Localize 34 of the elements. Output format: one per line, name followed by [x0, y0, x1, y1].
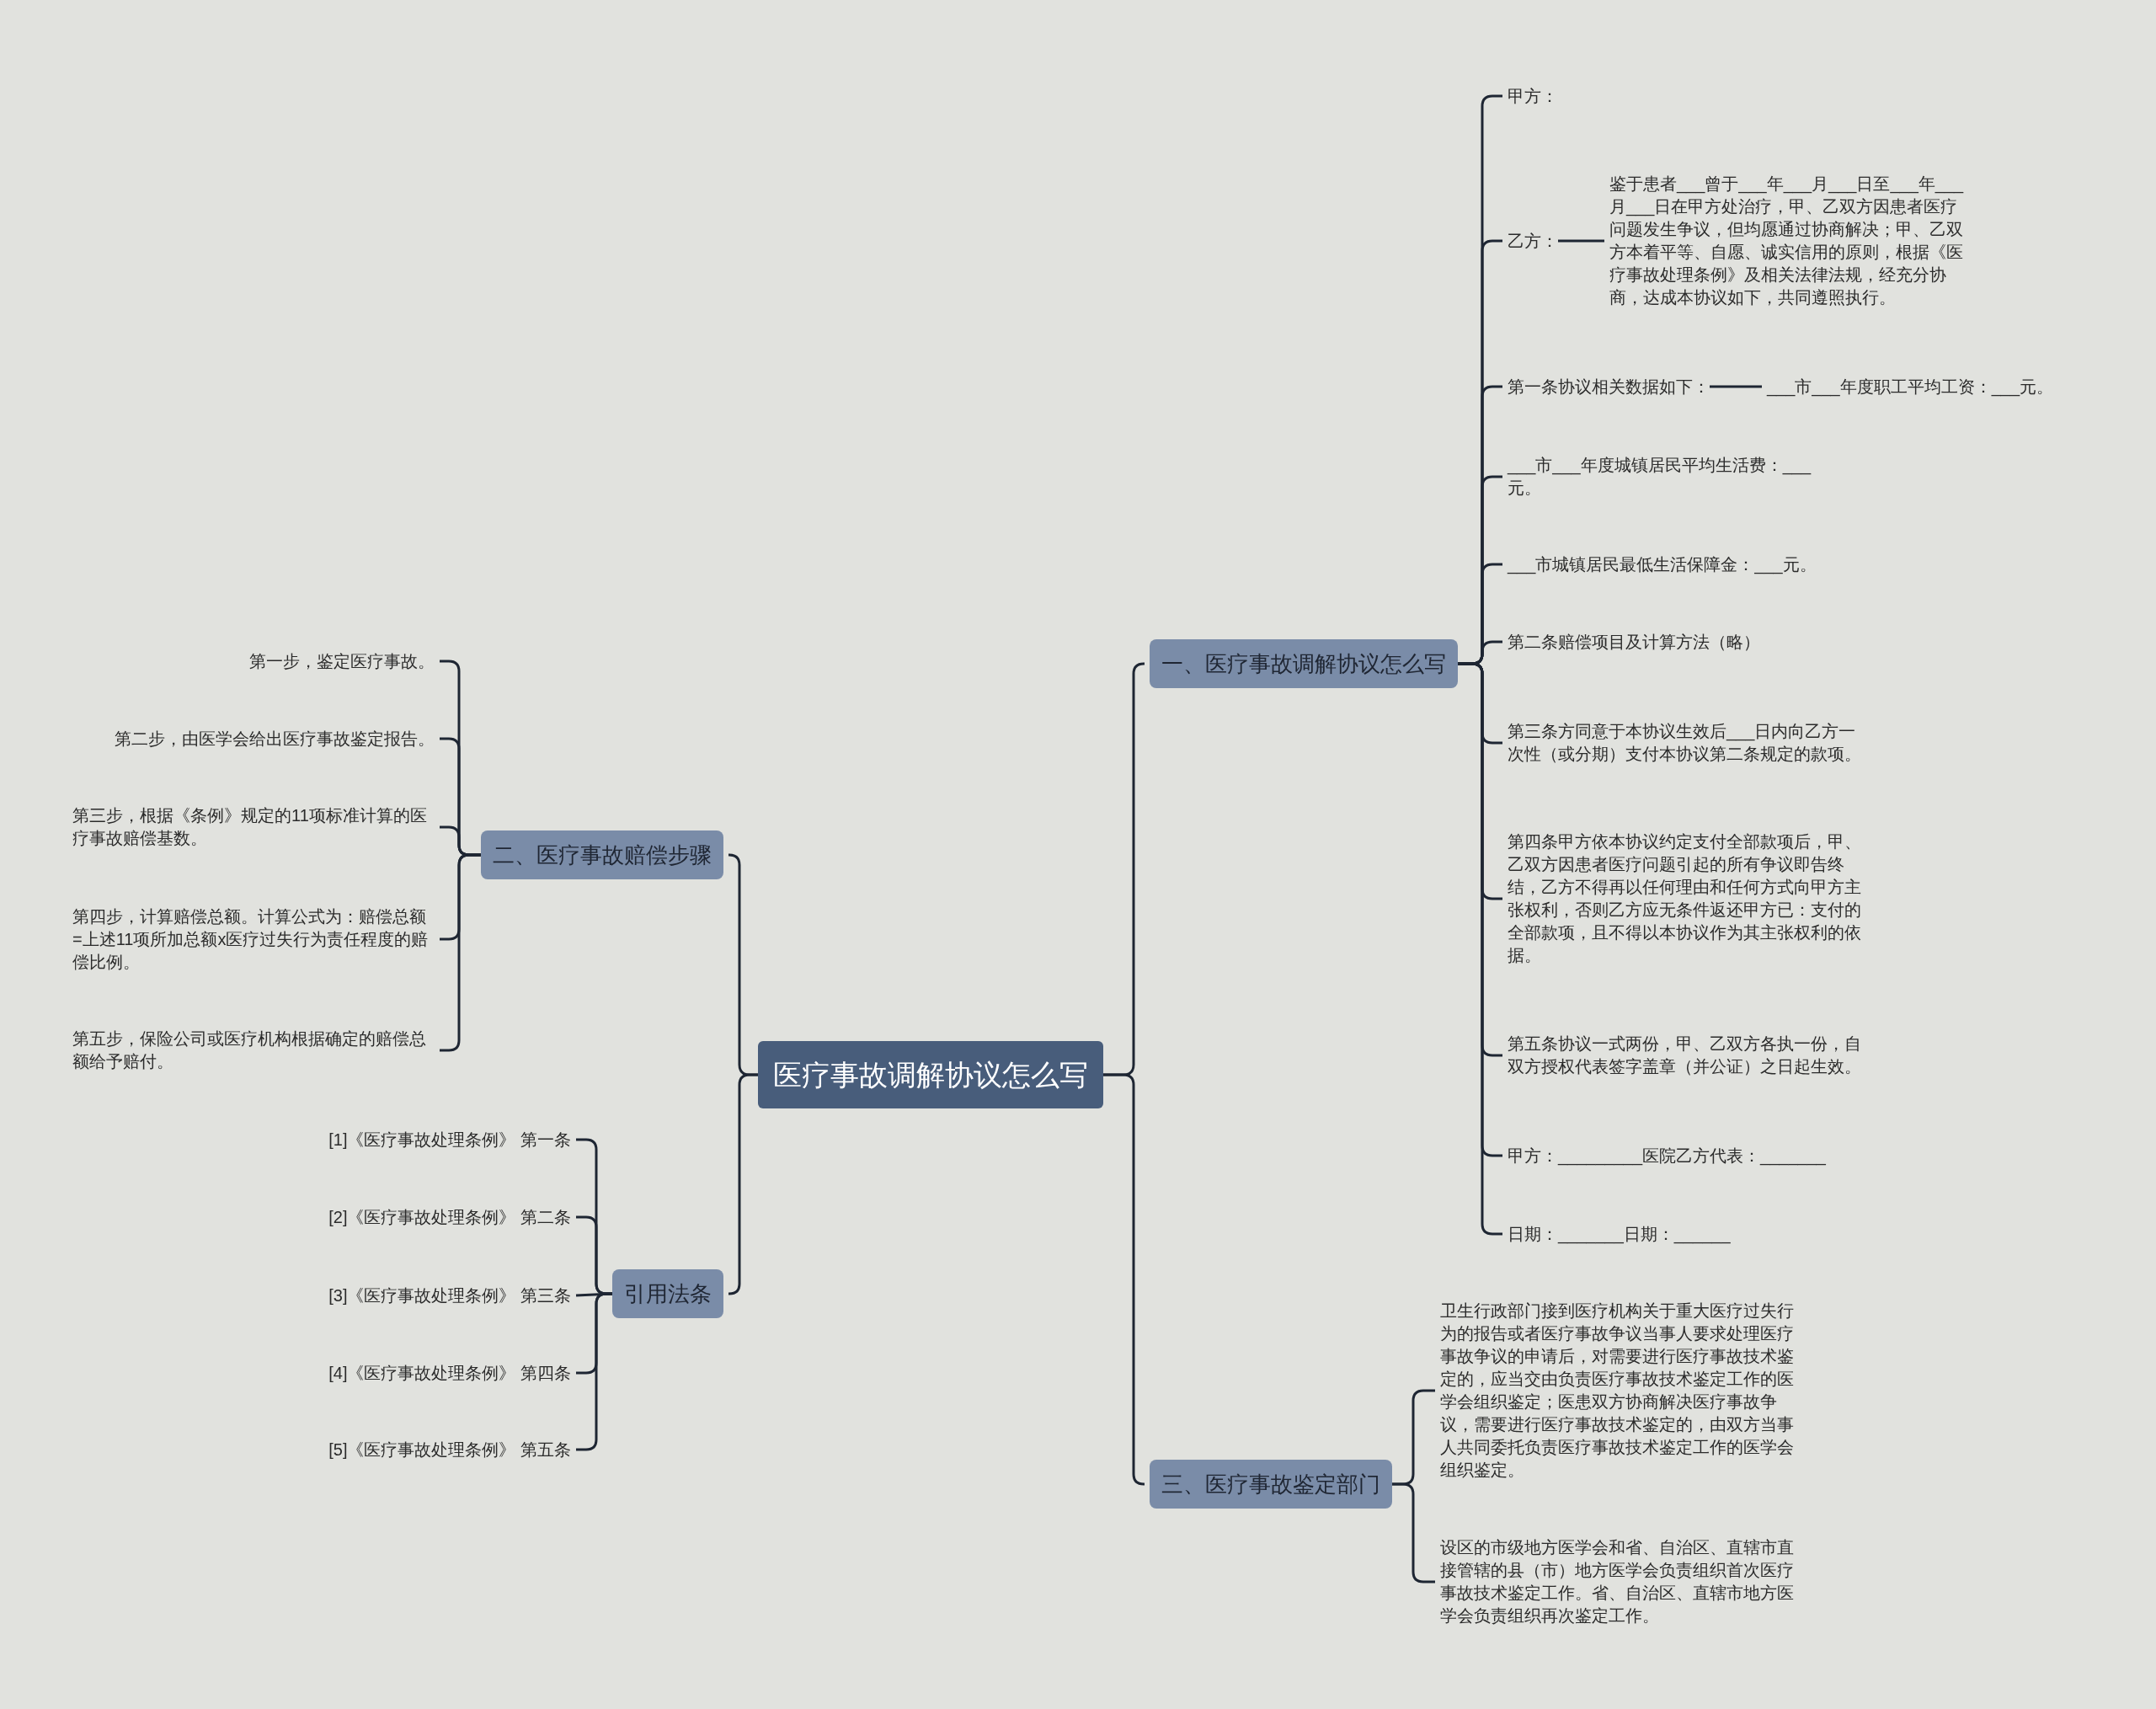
- topic-text: 第二步，由医学会给出医疗事故鉴定报告。: [115, 727, 435, 750]
- topic-text: 第一条协议相关数据如下：: [1508, 375, 1710, 398]
- topic-text: 第三步，根据《条例》规定的11项标准计算的医疗事故赔偿基数。: [72, 804, 435, 850]
- topic-text: 第三条方同意于本协议生效后___日内向乙方一次性（或分期）支付本协议第二条规定的款项。: [1508, 720, 1863, 766]
- topic-text: [4]《医疗事故处理条例》 第四条: [328, 1361, 571, 1385]
- topic-text: 第四步，计算赔偿总额。计算公式为：赔偿总额=上述11项所加总额x医疗过失行为责任程度的赔偿比例。: [72, 905, 435, 974]
- topic-box: 三、医疗事故鉴定部门: [1150, 1460, 1392, 1509]
- topic-text: 第五条协议一式两份，甲、乙双方各执一份，自双方授权代表签字盖章（并公证）之日起生效。: [1508, 1033, 1863, 1078]
- topic-text: 第四条甲方依本协议约定支付全部款项后，甲、乙双方因患者医疗问题引起的所有争议即告终结，乙方不得再以任何理由和任何方式向甲方主张权利，否则乙方应无条件返还甲方已：支付的全部款项，且不得以本协议作为其主张权利的依据。: [1508, 830, 1863, 967]
- topic-text: 第五步，保险公司或医疗机构根据确定的赔偿总额给予赔付。: [72, 1028, 435, 1073]
- topic-text: 卫生行政部门接到医疗机构关于重大医疗过失行为的报告或者医疗事故争议当事人要求处理医疗事故争议的申请后，对需要进行医疗事故技术鉴定的，应当交由负责医疗事故技术鉴定工作的医学会组织鉴定；医患双方协商解决医疗事故争议，需要进行医疗事故技术鉴定的，由双方当事人共同委托负责医疗事故技术鉴定工作的医学会组织鉴定。: [1440, 1300, 1796, 1482]
- topic-text: 第二条赔偿项目及计算方法（略）: [1508, 630, 1760, 654]
- topic-text: ___市___年度城镇居民平均生活费：___元。: [1508, 454, 1843, 499]
- topic-text: ___市___年度职工平均工资：___元。: [1767, 375, 2054, 398]
- topic-text: 甲方：: [1508, 84, 1558, 108]
- central-topic-box: 医疗事故调解协议怎么写: [758, 1041, 1103, 1108]
- topic-box: 二、医疗事故赔偿步骤: [481, 830, 723, 879]
- connector-line: [1103, 1073, 1145, 1486]
- topic-text: [3]《医疗事故处理条例》 第三条: [328, 1284, 571, 1307]
- topic-text: 第一步，鉴定医疗事故。: [249, 649, 435, 673]
- connector-line: [1558, 239, 1604, 243]
- topic-text: [1]《医疗事故处理条例》 第一条: [328, 1128, 571, 1151]
- topic-text: 日期：_______日期：______: [1508, 1222, 1731, 1246]
- topic-text: ___市城镇居民最低生活保障金：___元。: [1508, 553, 1817, 576]
- topic-text: 鉴于患者___曾于___年___月___日至___年___月___日在甲方处治疗，甲、乙双方因患者医疗问题发生争议，但均愿通过协商解决；甲、乙双方本着平等、自愿、诚实信用的原则，根据《医疗事故处理条例》及相关法律法规，经充分协商，达成本协议如下，共同遵照执行。: [1609, 173, 1967, 309]
- topic-box: 一、医疗事故调解协议怎么写: [1150, 639, 1458, 688]
- topic-text: 乙方：: [1508, 229, 1558, 253]
- topic-text: 甲方：_________医院乙方代表：_______: [1508, 1144, 1826, 1167]
- topic-text: [2]《医疗事故处理条例》 第二条: [328, 1205, 571, 1229]
- connector-line: [1710, 385, 1762, 388]
- topic-box: 引用法条: [612, 1269, 723, 1318]
- topic-text: 设区的市级地方医学会和省、自治区、直辖市直接管辖的县（市）地方医学会负责组织首次医疗事故技术鉴定工作。省、自治区、直辖市地方医学会负责组织再次鉴定工作。: [1440, 1536, 1796, 1627]
- topic-text: [5]《医疗事故处理条例》 第五条: [328, 1438, 571, 1461]
- connector-line: [728, 1073, 758, 1295]
